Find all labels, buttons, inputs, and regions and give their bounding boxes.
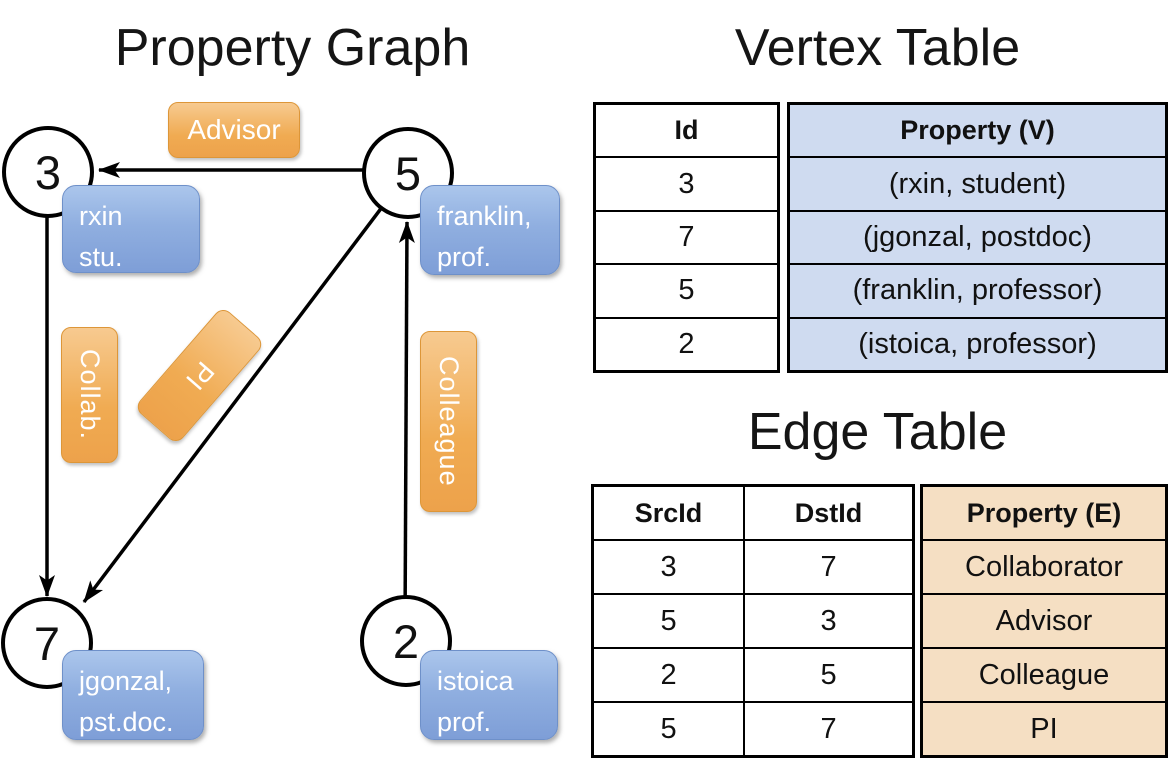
table-row: 2 5 xyxy=(594,649,912,703)
edge-srcid-cell: 3 xyxy=(594,541,746,593)
vertex-id-cell: 3 xyxy=(678,167,695,200)
table-row: 7 xyxy=(596,212,777,266)
table-header-row: Property (V) xyxy=(790,105,1165,159)
table-row: Collaborator xyxy=(923,541,1165,595)
property-graph-title: Property Graph xyxy=(114,19,471,77)
edge-dstid-cell: 7 xyxy=(820,712,837,745)
table-row: (istoica, professor) xyxy=(790,319,1165,370)
property-line: rxin xyxy=(79,201,123,231)
vertex-property-cell: (rxin, student) xyxy=(888,167,1067,200)
vertex-id-header: Id xyxy=(674,115,699,146)
edge-property-cell: Advisor xyxy=(995,604,1093,637)
node-property-card-jgonzal: jgonzal, pst.doc. xyxy=(62,650,204,740)
edge-label-colleague: Colleague xyxy=(420,331,477,512)
vertex-id-cell: 2 xyxy=(678,327,695,360)
edge-property-cell: PI xyxy=(1030,712,1058,745)
edge-dstid-cell: 3 xyxy=(820,604,837,637)
property-line: prof. xyxy=(437,241,492,272)
edge-table-title: Edge Table xyxy=(747,403,1008,461)
edge-label-advisor: Advisor xyxy=(168,102,300,158)
table-header-row: Id xyxy=(596,105,777,159)
edge-property-cell: Colleague xyxy=(978,658,1110,691)
edge-line-colleague xyxy=(398,221,415,631)
table-row: 5 7 xyxy=(594,703,912,755)
vertex-property-cell: (franklin, professor) xyxy=(852,274,1103,307)
node-id-label: 3 xyxy=(34,145,62,199)
vertex-id-cell: 5 xyxy=(678,274,695,307)
table-row: (jgonzal, postdoc) xyxy=(790,212,1165,266)
edge-dstid-header: DstId xyxy=(794,497,863,528)
node-property-card-rxin: rxin stu. xyxy=(62,185,200,273)
property-line: pst.doc. xyxy=(79,706,174,737)
edge-line-pi xyxy=(82,184,400,604)
node-id-label: 2 xyxy=(392,614,420,668)
table-row: Advisor xyxy=(923,595,1165,649)
vertex-table-title: Vertex Table xyxy=(734,19,1021,77)
node-id-label: 5 xyxy=(394,146,422,200)
node-circle-5: 5 xyxy=(362,127,454,219)
edge-srcid-header: SrcId xyxy=(594,487,746,539)
table-row: 5 3 xyxy=(594,595,912,649)
table-row: PI xyxy=(923,703,1165,755)
edge-property-header: Property (E) xyxy=(966,497,1122,528)
node-id-label: 7 xyxy=(33,616,61,670)
vertex-id-cell: 7 xyxy=(678,221,695,254)
vertex-property-header: Property (V) xyxy=(900,115,1055,146)
property-line: prof. xyxy=(437,706,492,737)
edge-table-property-column: Property (E) Collaborator Advisor Collea… xyxy=(920,484,1168,758)
table-row: 3 xyxy=(596,158,777,212)
table-row: (franklin, professor) xyxy=(790,265,1165,319)
property-line: stu. xyxy=(79,241,123,272)
node-circle-2: 2 xyxy=(360,595,452,687)
property-line: istoica xyxy=(437,666,514,696)
vertex-property-cell: (jgonzal, postdoc) xyxy=(863,221,1092,254)
edge-table-id-columns: SrcId DstId 3 7 5 3 2 5 5 7 xyxy=(591,484,915,758)
edge-srcid-cell: 5 xyxy=(594,703,746,755)
table-row: 5 xyxy=(596,265,777,319)
graph-edges-layer xyxy=(39,162,415,631)
table-row: Colleague xyxy=(923,649,1165,703)
edge-srcid-cell: 2 xyxy=(594,649,746,701)
vertex-property-cell: (istoica, professor) xyxy=(858,327,1097,360)
property-line: franklin, xyxy=(437,201,532,231)
edge-dstid-cell: 5 xyxy=(820,658,837,691)
table-header-row: Property (E) xyxy=(923,487,1165,541)
vertex-table-property-column: Property (V) (rxin, student) (jgonzal, p… xyxy=(787,102,1168,373)
edge-label-collab: Collab. xyxy=(61,327,118,463)
vertex-table-id-column: Id 3 7 5 2 xyxy=(593,102,780,373)
table-row: 3 7 xyxy=(594,541,912,595)
node-property-card-franklin: franklin, prof. xyxy=(420,185,560,275)
property-line: jgonzal, xyxy=(79,666,173,696)
node-property-card-istoica: istoica prof. xyxy=(420,650,558,740)
table-row: 2 xyxy=(596,319,777,370)
edge-srcid-cell: 5 xyxy=(594,595,746,647)
table-row: (rxin, student) xyxy=(790,158,1165,212)
edge-property-cell: Collaborator xyxy=(965,550,1123,583)
edge-dstid-cell: 7 xyxy=(820,550,837,583)
table-header-row: SrcId DstId xyxy=(594,487,912,541)
